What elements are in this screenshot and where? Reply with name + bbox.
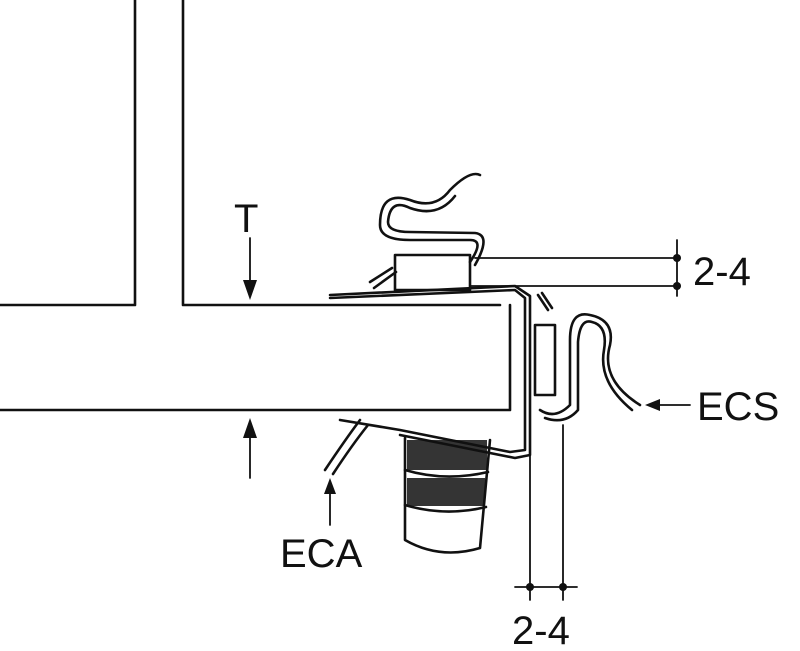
fastener-body bbox=[403, 436, 492, 554]
gap-bottom-dot-2 bbox=[559, 583, 567, 591]
top-tab bbox=[368, 266, 398, 290]
fastener-band-1 bbox=[403, 468, 490, 478]
clip-side-label: ECS bbox=[697, 385, 779, 429]
thickness-arrow-bottom-head bbox=[243, 418, 257, 438]
ecs-arrow-head bbox=[645, 399, 660, 411]
gap-top-dot-1 bbox=[673, 254, 681, 262]
clip-angle-label: ECA bbox=[280, 532, 363, 576]
top-block bbox=[393, 253, 472, 292]
gap-top-label: 2-4 bbox=[693, 250, 751, 294]
top-spring-inner bbox=[386, 194, 485, 267]
side-tab bbox=[536, 291, 554, 312]
clip-bracket bbox=[328, 288, 527, 454]
thickness-arrow-top-head bbox=[243, 280, 257, 300]
fastener-shade-1 bbox=[407, 440, 487, 470]
gap-top-dot-2 bbox=[673, 282, 681, 290]
fastener-band-2 bbox=[403, 503, 488, 513]
beam-web bbox=[0, 0, 502, 307]
thickness-label: T bbox=[234, 197, 258, 241]
gap-bottom-dot-1 bbox=[526, 583, 534, 591]
side-spring-inner bbox=[543, 320, 634, 422]
fastener-shade-2 bbox=[407, 478, 485, 506]
beam-flange bbox=[0, 303, 512, 412]
side-spring bbox=[538, 313, 642, 416]
eca-arrow-head bbox=[324, 478, 336, 494]
top-spring bbox=[378, 172, 482, 264]
side-block bbox=[533, 323, 557, 397]
gap-bottom-label: 2-4 bbox=[512, 609, 570, 651]
eca-leg bbox=[323, 418, 370, 476]
clip-bracket-inner bbox=[328, 284, 532, 460]
